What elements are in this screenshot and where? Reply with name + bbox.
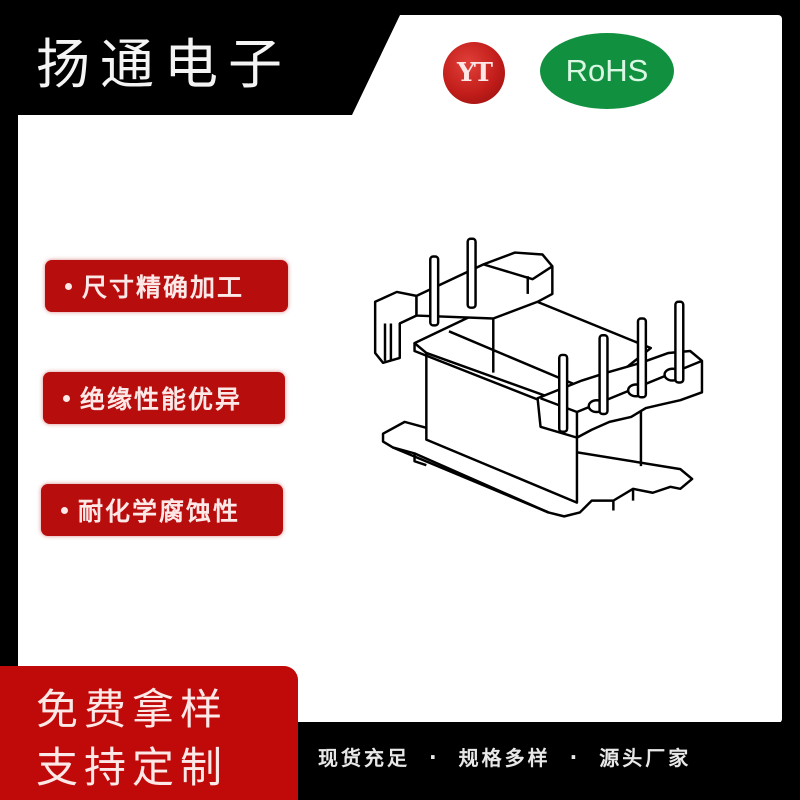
brand-header: 扬通电子 [0, 0, 400, 115]
feature-pill-precision: 尺寸精确加工 [45, 260, 288, 312]
brand-title: 扬通电子 [36, 33, 292, 96]
feature-label: 耐化学腐蚀性 [78, 497, 241, 526]
slogan-item-specs: 规格多样 [458, 746, 551, 770]
feature-label: 尺寸精确加工 [82, 273, 245, 302]
rohs-badge: RoHS [540, 33, 674, 109]
bullet-icon [63, 394, 70, 402]
slogan-item-stock: 现货充足 [318, 746, 410, 770]
yt-logo-icon: YT [443, 42, 505, 104]
slogan-bar: 现货充足 · 规格多样 · 源头厂家 [318, 742, 691, 771]
cta-free-sample: 免费拿样 [36, 685, 229, 734]
cta-block [0, 666, 298, 800]
cta-customization: 支持定制 [36, 743, 229, 792]
bullet-icon [65, 282, 72, 290]
separator-dot: · [429, 744, 440, 769]
transformer-bobbin-drawing [373, 237, 704, 518]
feature-pill-insulation: 绝缘性能优异 [43, 372, 285, 424]
feature-pill-chemical-resistance: 耐化学腐蚀性 [41, 484, 283, 536]
slogan-item-factory: 源头厂家 [599, 746, 692, 770]
feature-label: 绝缘性能优异 [80, 385, 243, 414]
separator-dot: · [569, 744, 581, 769]
bullet-icon [61, 506, 68, 514]
